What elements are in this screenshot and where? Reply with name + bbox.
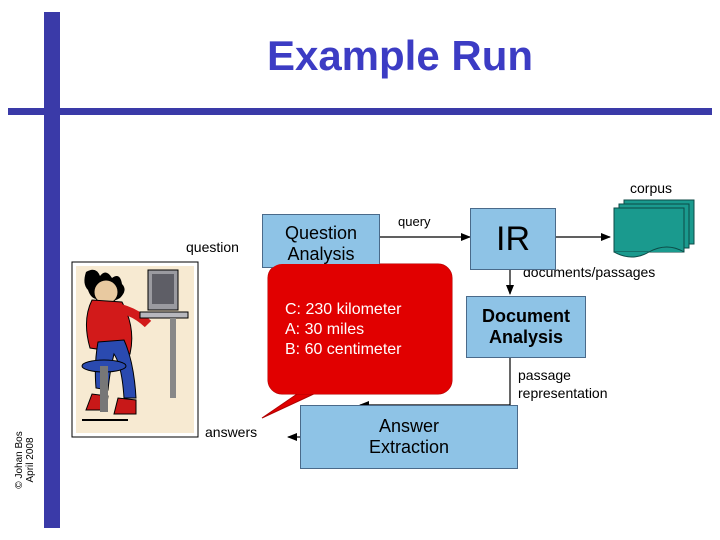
- user-at-computer-illustration: [71, 261, 199, 438]
- document-analysis-line2: Analysis: [488, 327, 564, 347]
- title-underline: [8, 108, 712, 115]
- slide-title: Example Run: [266, 32, 534, 79]
- question-analysis-line2: Analysis: [287, 244, 355, 264]
- callout-answer-b: B: 60 centimeter: [285, 341, 402, 358]
- corpus-label: corpus: [630, 180, 673, 196]
- ir-label: IR: [496, 219, 530, 258]
- passage-representation-label: passage representation: [518, 367, 608, 401]
- callout-answer-a: A: 30 miles: [285, 321, 365, 338]
- query-label: query: [398, 214, 431, 229]
- callout-text: C: 230 kilometer A: 30 miles B: 60 centi…: [285, 300, 402, 360]
- document-analysis-box: Document Analysis: [466, 296, 586, 358]
- answer-extraction-line1: Answer: [378, 416, 440, 436]
- left-accent-bar: [44, 12, 60, 528]
- ir-box: IR: [470, 208, 556, 270]
- callout-answer-c: C: 230 kilometer: [285, 301, 402, 318]
- question-label: question: [186, 239, 239, 255]
- document-analysis-line1: Document: [481, 306, 570, 326]
- answer-extraction-box: Answer Extraction: [300, 405, 518, 469]
- answers-label: answers: [205, 424, 258, 440]
- answer-extraction-line2: Extraction: [368, 437, 450, 457]
- question-analysis-line1: Question: [284, 223, 358, 243]
- documents-passages-label: documents/passages: [523, 264, 656, 280]
- question-analysis-box: Question Analysis: [262, 214, 380, 268]
- callout-overlay: [268, 264, 452, 394]
- corpus-documents-icon: [613, 199, 695, 258]
